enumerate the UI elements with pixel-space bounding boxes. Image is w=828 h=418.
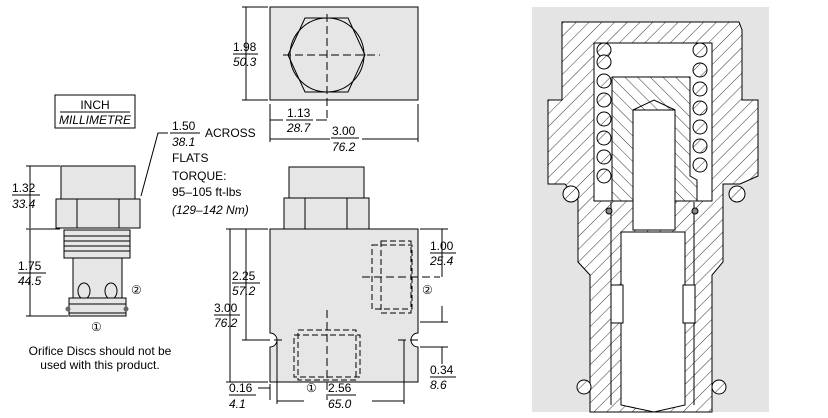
front-total-height-in: 3.00	[214, 301, 238, 315]
front-port2-offset-mm: 25.4	[429, 254, 454, 268]
front-port-1-label: ①	[306, 381, 317, 395]
cross-section-view	[532, 7, 769, 413]
top-offset-in: 1.13	[287, 106, 311, 120]
unit-millimetre: MILLIMETRE	[59, 113, 132, 127]
dim-lower-height-mm: 44.5	[18, 274, 42, 288]
torque-ftlbs: 95–105 ft-lbs	[172, 185, 241, 199]
top-view	[242, 6, 419, 142]
front-hole-spacing-in: 2.56	[328, 381, 352, 395]
torque-nm: (129–142 Nm)	[172, 203, 249, 217]
port-1-label: ①	[91, 320, 102, 334]
front-port-height-mm: 57.2	[232, 284, 256, 298]
top-width-mm: 76.2	[332, 140, 356, 154]
spring-coils	[562, 42, 746, 395]
front-port-height-in: 2.25	[232, 269, 256, 283]
front-port2-offset-in: 1.00	[430, 239, 454, 253]
leader-line	[140, 132, 168, 197]
front-hole-spacing-mm: 65.0	[328, 397, 352, 411]
across-flats-mm: 38.1	[172, 135, 195, 149]
unit-inch: INCH	[80, 98, 109, 112]
dim-upper-height-mm: 33.4	[12, 197, 36, 211]
top-offset-mm: 28.7	[286, 121, 312, 135]
note-line-2: used with this product.	[40, 358, 159, 372]
cartridge-exterior-view	[26, 165, 141, 317]
flats-label: FLATS	[172, 151, 208, 165]
top-height-mm: 50.3	[233, 55, 257, 69]
top-width-in: 3.00	[332, 124, 356, 138]
front-edge-offset-mm: 4.1	[229, 397, 246, 411]
dim-upper-height-in: 1.32	[12, 181, 36, 195]
note-line-1: Orifice Discs should not be	[29, 344, 172, 358]
dim-lower-height-in: 1.75	[18, 259, 42, 273]
front-total-height-mm: 76.2	[214, 316, 238, 330]
across-label: ACROSS	[205, 126, 256, 140]
units-legend: INCH MILLIMETRE	[54, 94, 136, 129]
port-2-label: ②	[131, 283, 142, 297]
across-flats-in: 1.50	[172, 119, 196, 133]
front-hole-offset-in: 0.34	[430, 363, 454, 377]
torque-label: TORQUE:	[172, 169, 226, 183]
front-hole-offset-mm: 8.6	[430, 378, 447, 392]
front-edge-offset-in: 0.16	[229, 381, 253, 395]
front-view	[226, 166, 448, 404]
front-port-2-label: ②	[422, 283, 433, 297]
top-height-in: 1.98	[233, 40, 257, 54]
